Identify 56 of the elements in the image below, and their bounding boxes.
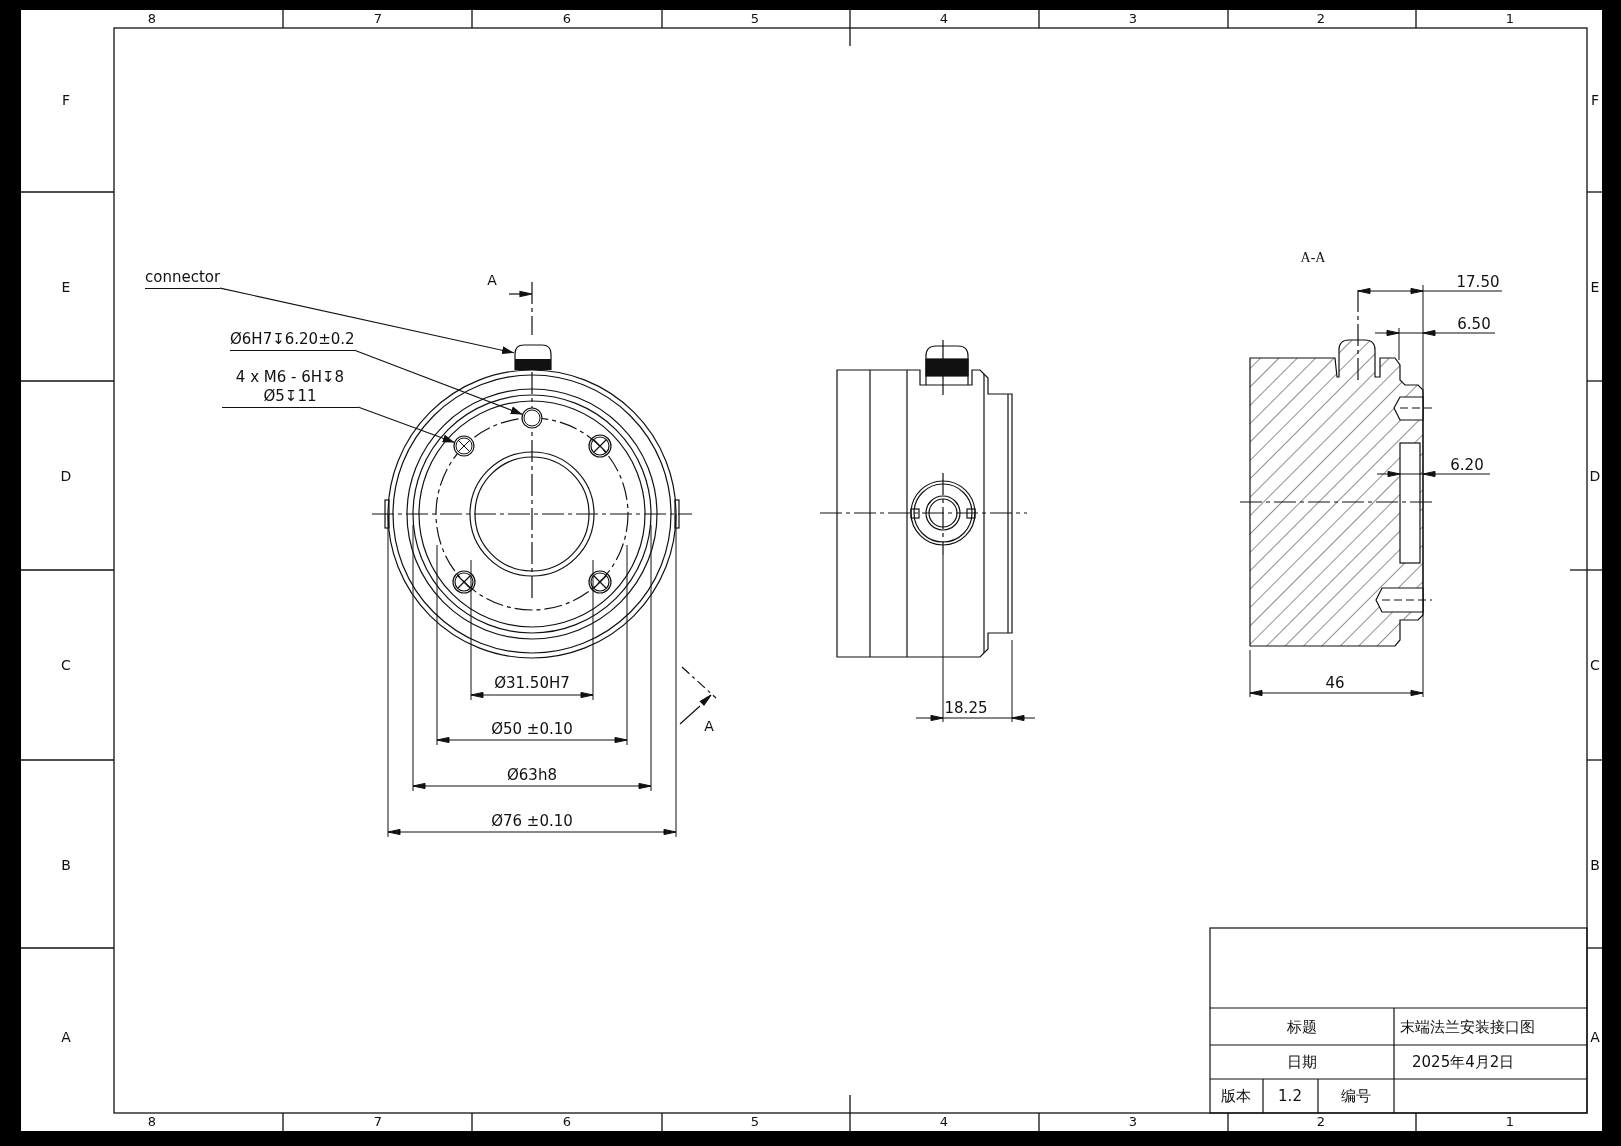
title-block-text: 1.2: [1278, 1087, 1302, 1105]
section-letter: A: [487, 273, 497, 289]
zone-label: 4: [939, 11, 949, 27]
callout-text: connector: [145, 268, 221, 289]
title-block-text: 末端法兰安装接口图: [1400, 1018, 1535, 1036]
connector-drawing: [514, 344, 552, 370]
hole-symbol: [453, 435, 475, 457]
zone-label: C: [1590, 658, 1600, 674]
zone-label: B: [61, 858, 71, 874]
zone-label: 2: [1316, 11, 1326, 27]
zone-label: D: [1589, 469, 1601, 485]
zone-label: C: [61, 658, 71, 674]
title-block-text: 版本: [1221, 1087, 1251, 1105]
zone-label: 1: [1505, 11, 1515, 27]
zone-label: F: [1590, 93, 1600, 109]
dimension-text: 6.50: [1457, 315, 1491, 333]
zone-label: F: [61, 93, 71, 109]
dimension-text: 17.50: [1456, 273, 1500, 291]
view-title: A-A: [1300, 250, 1326, 266]
callout-text: Ø6H7↧6.20±0.2: [230, 330, 355, 351]
zone-label: 4: [939, 1114, 949, 1130]
section-letter: A: [704, 719, 714, 735]
leader-line: [354, 349, 524, 415]
dimension-text: Ø31.50H7: [494, 674, 570, 692]
zone-label: 1: [1505, 1114, 1515, 1130]
zone-label: E: [1590, 280, 1600, 296]
zone-label: E: [61, 280, 71, 296]
dimension-text: Ø63h8: [507, 766, 557, 784]
zone-label: 7: [373, 1114, 383, 1130]
zone-label: 8: [147, 1114, 157, 1130]
zone-label: 2: [1316, 1114, 1326, 1130]
dimension-text: Ø76 ±0.10: [491, 812, 573, 830]
title-block-text: 2025年4月2日: [1412, 1053, 1515, 1071]
zone-label: 7: [373, 11, 383, 27]
title-block-text: 日期: [1287, 1053, 1317, 1071]
dimension-text: Ø50 ±0.10: [491, 720, 573, 738]
zone-label: B: [1590, 858, 1600, 874]
zone-label: 3: [1128, 11, 1138, 27]
zone-label: A: [61, 1030, 71, 1046]
zone-label: D: [60, 469, 72, 485]
dimension-text: 6.20: [1450, 456, 1484, 474]
leader-line: [219, 287, 515, 355]
title-block-text: 标题: [1287, 1018, 1317, 1036]
zone-label: 5: [750, 1114, 760, 1130]
zone-label: 5: [750, 11, 760, 27]
dimension-text: 18.25: [944, 699, 988, 717]
title-block-text: 编号: [1341, 1087, 1371, 1105]
zone-label: A: [1590, 1030, 1600, 1046]
zone-label: 8: [147, 11, 157, 27]
callout-text: 4 x M6 - 6H↧8 Ø5↧11: [222, 368, 358, 408]
hole-symbol: [521, 407, 543, 429]
zone-label: 3: [1128, 1114, 1138, 1130]
dimension-text: 46: [1325, 674, 1345, 692]
zone-label: 6: [562, 11, 572, 27]
zone-label: 6: [562, 1114, 572, 1130]
leader-line: [357, 406, 456, 444]
